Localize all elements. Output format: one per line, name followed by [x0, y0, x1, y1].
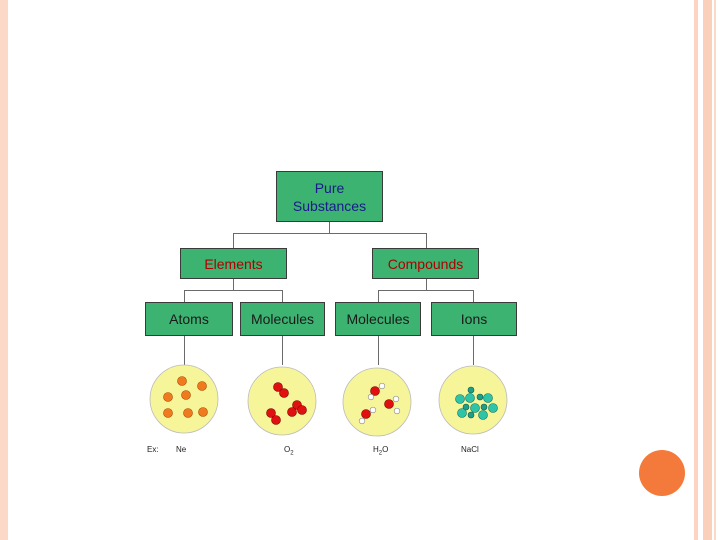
connector-line	[426, 278, 427, 290]
water-molecules-illustration	[342, 367, 412, 437]
connector-line	[233, 233, 234, 249]
neon-label: Ne	[176, 445, 187, 454]
water-oxygen-symbol: O	[382, 445, 389, 454]
oxygen-subscript: 2	[290, 450, 294, 457]
connector-line	[329, 221, 330, 233]
connector-line	[378, 290, 379, 302]
hydrogen-symbol: H	[373, 445, 379, 454]
right-border-stripe	[703, 0, 712, 540]
molecules-compound-box: Molecules	[335, 302, 421, 336]
elements-box: Elements	[180, 248, 287, 279]
example-prefix-label: Ex:	[147, 445, 159, 454]
compounds-box: Compounds	[372, 248, 479, 279]
oxygen-symbol: O	[284, 445, 291, 454]
connector-line	[378, 290, 474, 291]
sodium-chloride-label: NaCl	[461, 445, 479, 454]
neon-atoms-illustration	[149, 364, 219, 434]
connector-line	[184, 290, 283, 291]
ions-box: Ions	[431, 302, 517, 336]
atoms-box: Atoms	[145, 302, 233, 336]
oxygen-molecules-illustration	[247, 366, 317, 436]
sodium-chloride-ions-illustration	[438, 365, 508, 435]
hydrogen-subscript: 2	[378, 450, 383, 457]
connector-line	[473, 290, 474, 302]
right-border-stripe	[714, 0, 716, 540]
pure-substances-box: Pure Substances	[276, 171, 383, 222]
connector-line	[184, 335, 185, 365]
water-label: H2O	[373, 445, 388, 457]
right-border-stripe	[694, 0, 698, 540]
connector-line	[282, 290, 283, 302]
connector-line	[473, 335, 474, 365]
connector-line	[184, 290, 185, 302]
connector-line	[282, 335, 283, 365]
oxygen-label: O2	[284, 445, 294, 457]
connector-line	[233, 233, 427, 234]
molecules-element-box: Molecules	[240, 302, 325, 336]
connector-line	[233, 278, 234, 290]
connector-line	[378, 335, 379, 365]
left-border	[0, 0, 8, 540]
connector-line	[426, 233, 427, 249]
decorative-circle	[639, 450, 685, 496]
